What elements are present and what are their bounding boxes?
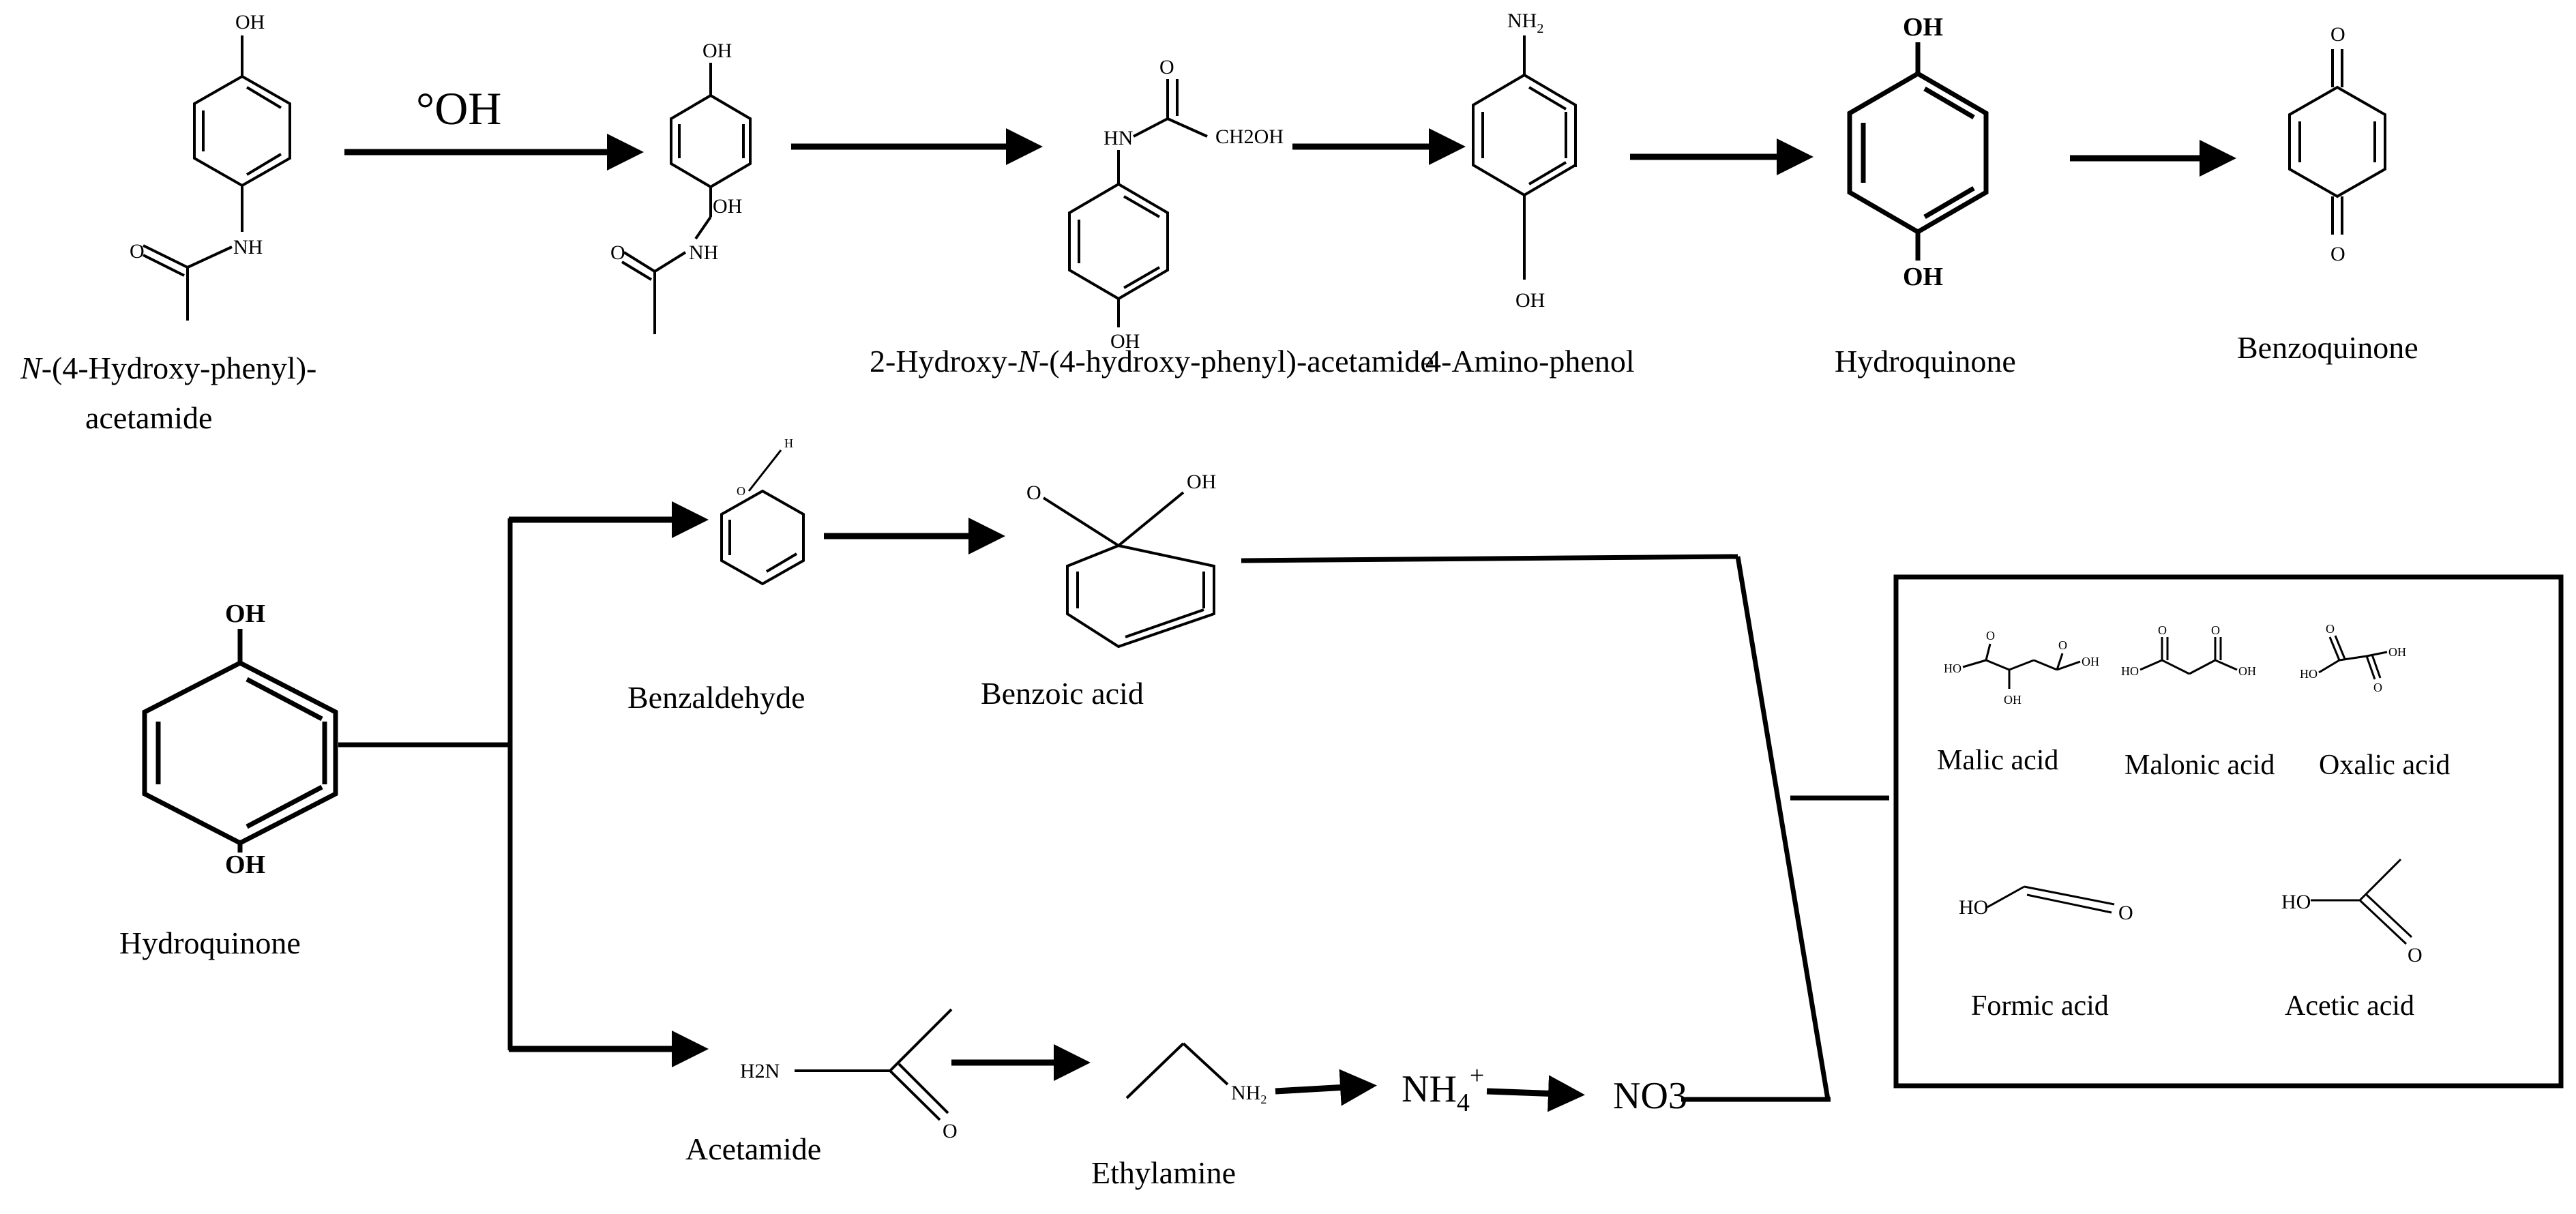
acetic-acid-structure: HO O [2281,858,2423,966]
malonic-acid-structure: HO O O OH [2121,623,2256,678]
atom-o: O [943,1120,958,1142]
atom-oh: OH [225,850,265,879]
atom-o: O [2373,681,2382,694]
paracetamol-label-line2: acetamide [85,400,212,435]
atom-ho: HO [1944,662,1961,675]
atom-ho: HO [2121,664,2139,678]
atom-oh: OH [2082,655,2099,668]
arrow-to-nitrate [1486,1075,1585,1112]
benzoquinone-structure: O O [2288,23,2386,265]
atom-o: O [1026,482,1041,504]
paracetamol-structure: OH NH O [130,11,291,321]
atom-o: O [2326,622,2335,636]
hydroquinone-top-label: Hydroquinone [1835,344,2016,379]
atom-o: O [2211,623,2220,637]
atom-ho: HO [1959,896,1988,919]
malic-acid-label: Malic acid [1937,745,2058,776]
aminophenol-structure: NH2 OH [1472,10,1577,312]
atom-oh: OH [2388,645,2406,659]
atom-o: O [1159,56,1174,78]
atom-ch2oh: CH2OH [1215,125,1284,148]
acetamide-label: Acetamide [685,1131,821,1166]
atom-o: O [130,240,145,263]
atom-o: O [737,484,745,498]
nitrate-label: NO3 [1613,1075,1687,1117]
oxalic-acid-structure: HO O O OH [2300,622,2406,694]
malic-acid-structure: HO O OH O OH [1944,629,2099,707]
benzaldehyde-structure: O H [720,436,805,586]
oxalic-acid-label: Oxalic acid [2319,750,2450,781]
diagonal-connector [1735,556,1831,1100]
paracetamol-label: N-(4-Hydroxy-phenyl)- [20,351,316,385]
atom-nh2: NH2 [1231,1082,1267,1106]
atom-o: O [2118,902,2133,924]
benzoic-acid-structure: O OH [1026,471,1216,649]
atom-nh2: NH2 [1507,10,1543,36]
atom-o: O [2330,23,2345,46]
atom-h2n: H2N [740,1060,780,1082]
atom-oh: OH [2004,693,2022,707]
atom-oh: OH [1187,471,1216,493]
benzoic-connector [1241,554,1738,563]
acetamide-structure: H2N O [740,1008,958,1142]
atom-oh: OH [702,40,732,62]
hydroquinone-bottom-label: Hydroquinone [119,926,301,960]
atom-nh: NH [233,236,263,258]
hydroquinone-bottom-structure: OH OH [142,599,338,879]
carboxylic-acids-box [1893,574,2564,1089]
hydroxy-acetamide-label: 2-Hydroxy-N-(4-hydroxy-phenyl)-acetamide [870,344,1434,379]
atom-nh: NH [689,241,718,264]
hydroquinone-top-structure: OH OH [1847,13,1989,291]
acetic-acid-label: Acetic acid [2285,990,2414,1022]
atom-oh: OH [1515,289,1545,312]
atom-ho: HO [2300,667,2318,681]
atom-oh: OH [713,195,742,218]
atom-oh: OH [225,599,265,628]
hydroxyl-radical-label: °OH [416,83,501,134]
ethylamine-label: Ethylamine [1091,1155,1236,1190]
atom-oh: OH [1903,263,1943,291]
hydroxy-acetamide-structure: O CH2OH HN OH [1068,56,1284,353]
hydroxylated-intermediate-structure: OH OH NH O [610,40,752,334]
malonic-acid-label: Malonic acid [2125,750,2275,781]
ethylamine-structure: NH2 [1125,1042,1267,1106]
atom-o: O [610,241,625,264]
ammonium-label: NH4+ [1402,1061,1484,1117]
atom-o: O [2408,944,2423,966]
formic-acid-structure: HO O [1959,885,2133,924]
benzoic-acid-label: Benzoic acid [981,676,1144,711]
atom-o: O [2158,623,2167,637]
atom-o: O [1986,629,1995,642]
formic-acid-label: Formic acid [1971,990,2109,1022]
atom-ho: HO [2281,891,2311,913]
atom-h: H [784,436,793,450]
benzoquinone-label: Benzoquinone [2237,330,2418,365]
atom-o: O [2058,638,2067,652]
atom-oh: OH [1903,13,1943,42]
atom-oh: OH [1110,330,1140,353]
aminophenol-label: 4-Amino-phenol [1425,344,1635,379]
atom-oh: OH [2238,664,2256,678]
arrow-to-ammonium [1275,1069,1377,1106]
atom-hn: HN [1104,127,1133,149]
atom-oh: OH [235,11,265,33]
benzaldehyde-label: Benzaldehyde [627,680,805,715]
atom-o: O [2330,243,2345,265]
